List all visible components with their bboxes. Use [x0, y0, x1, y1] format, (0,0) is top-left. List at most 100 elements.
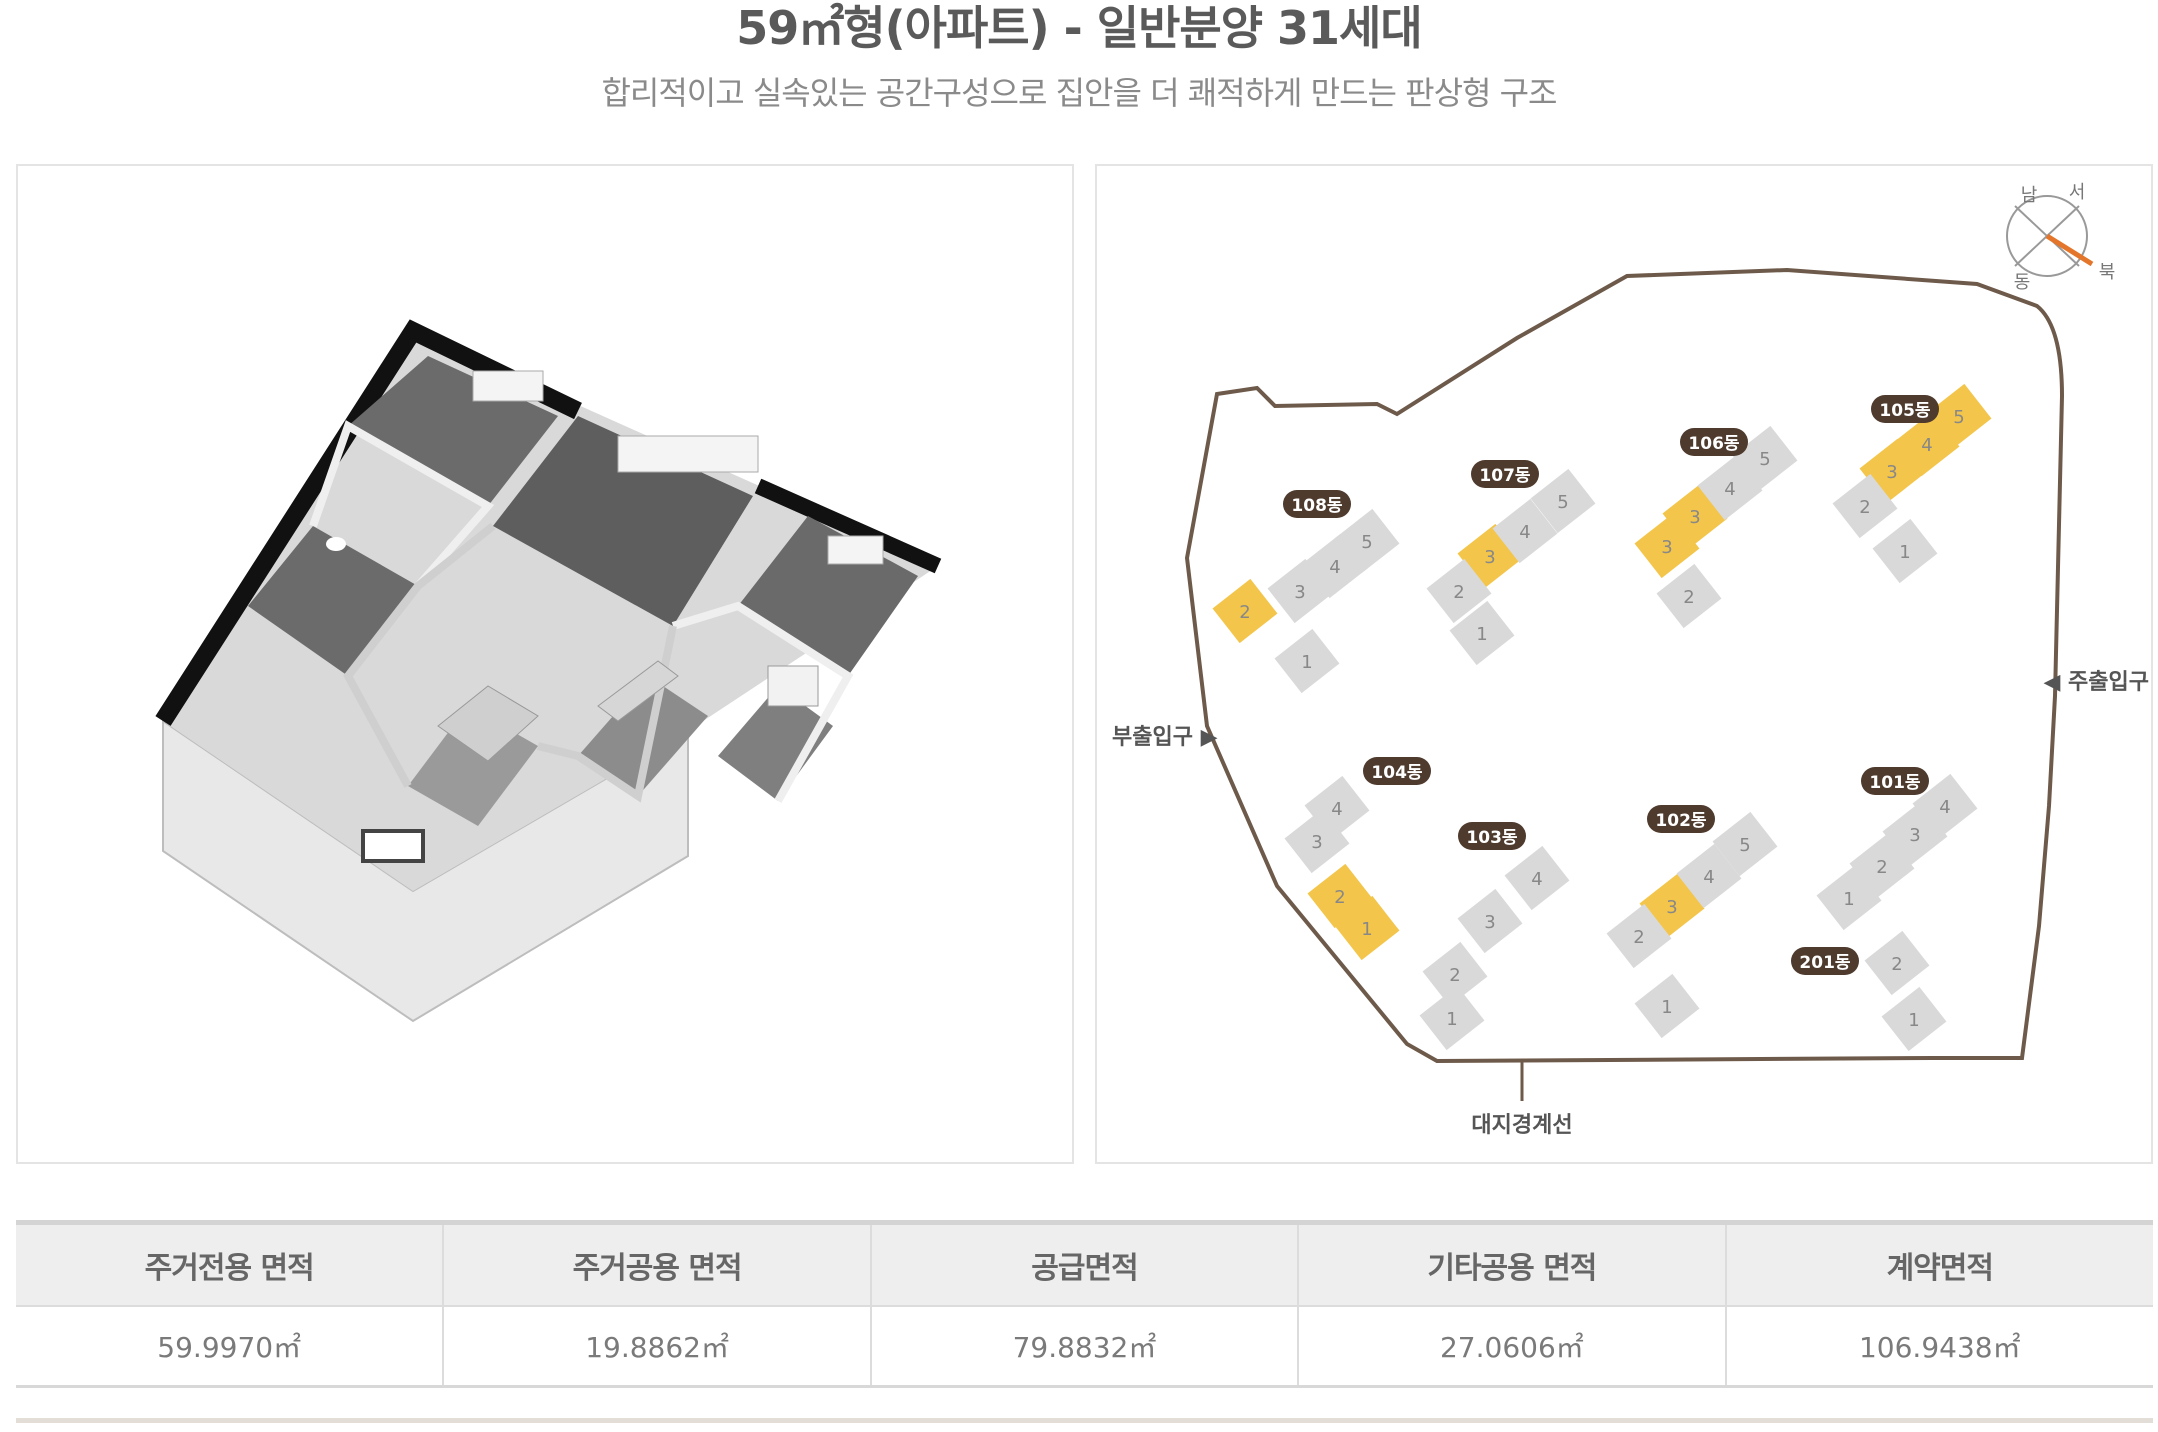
- header-supply-area: 공급면적: [869, 1222, 1299, 1307]
- unit-line-number: 3: [1294, 582, 1305, 603]
- unit-block-highlighted: [1926, 383, 1992, 449]
- building-tag: [1791, 947, 1859, 975]
- counter: [597, 660, 679, 722]
- unit-block: [1422, 941, 1488, 1007]
- unit-line-number: 1: [1908, 1010, 1919, 1031]
- unit-line-number: 2: [1449, 965, 1460, 986]
- unit-line-number: 1: [1446, 1009, 1457, 1030]
- unit-block: [1419, 985, 1485, 1051]
- unit-block: [1712, 811, 1778, 877]
- building-tag-label: 105동: [1879, 401, 1930, 421]
- unit-line-number: 3: [1886, 462, 1897, 483]
- page-title: 59㎡형(아파트) - 일반분양 31세대: [736, 1, 1422, 55]
- unit-block: [1457, 888, 1523, 954]
- unit-line-number: 5: [1953, 407, 1964, 428]
- building-group: 23451108동34521107동34532106동34521105동4321…: [1212, 383, 1992, 1052]
- building-tag: [1861, 767, 1929, 795]
- unit-line-number: 2: [1859, 497, 1870, 518]
- unit-block: [1676, 843, 1742, 909]
- unit-line-number: 4: [1531, 869, 1542, 890]
- building-tag: [1680, 428, 1748, 456]
- area-table-header-row: 주거전용 면적 주거공용 면적 공급면적 기타공용 면적 계약면적: [16, 1222, 2153, 1307]
- unit-block: [1881, 986, 1947, 1052]
- unit-line-number: 4: [1939, 797, 1950, 818]
- unit-line-number: 2: [1633, 927, 1644, 948]
- header-common-area: 주거공용 면적: [442, 1222, 871, 1307]
- unit-line-number: 5: [1739, 835, 1750, 856]
- unit-line-number: 1: [1843, 889, 1854, 910]
- unit-block-highlighted: [1307, 863, 1373, 929]
- unit-line-number: 1: [1899, 542, 1910, 563]
- unit-line-number: 3: [1909, 825, 1920, 846]
- unit-block: [1912, 773, 1978, 839]
- main-entrance-label: ◀ 주출입구: [2043, 670, 2149, 695]
- sub-entrance-label: 부출입구 ▶: [1112, 725, 1218, 750]
- unit-block: [1449, 600, 1515, 666]
- unit-line-number: 1: [1476, 624, 1487, 645]
- building-201: 2 1 201동: [1791, 930, 1947, 1052]
- unit-block: [1334, 508, 1400, 574]
- building-tag: [1363, 757, 1431, 785]
- building-tag-label: 102동: [1655, 811, 1706, 831]
- unit-line-number: 3: [1484, 547, 1495, 568]
- unit-line-number: 4: [1331, 799, 1342, 820]
- unit-block: [1656, 563, 1722, 629]
- header-contract-area: 계약면적: [1724, 1222, 2153, 1307]
- unit-block: [1832, 473, 1898, 539]
- building-tag: [1647, 805, 1715, 833]
- unit-block: [1872, 518, 1938, 584]
- site-plan-map: 남 서 동 북 ◀ 주출입구 부출입구 ▶ 대지경계선 23451108동345…: [1112, 182, 2149, 1138]
- building-tag: [1871, 395, 1939, 423]
- window: [617, 435, 759, 473]
- unit-line-number: 3: [1661, 537, 1672, 558]
- building-tag-label: 107동: [1479, 466, 1530, 486]
- building-tag-label: 101동: [1869, 773, 1920, 793]
- interior-wall: [309, 420, 495, 589]
- building-tag-label: 106동: [1688, 434, 1739, 454]
- unit-block: [1426, 558, 1492, 624]
- unit-block: [1492, 498, 1558, 564]
- unit-line-number: 1: [1661, 997, 1672, 1018]
- boundary-label: 대지경계선: [1471, 1113, 1572, 1138]
- dining-floor: [578, 676, 708, 796]
- unit-block: [1530, 468, 1596, 534]
- unit-line-number: 3: [1484, 912, 1495, 933]
- header-other-common-area: 기타공용 면적: [1297, 1222, 1726, 1307]
- toilet: [326, 537, 346, 551]
- value-other-common-area: 27.0606㎡: [1297, 1306, 1726, 1388]
- unit-block-highlighted: [1212, 578, 1278, 644]
- unit-block: [1284, 808, 1350, 874]
- unit-block: [1634, 973, 1700, 1039]
- compass-label-west: 서: [2069, 182, 2086, 203]
- value-contract-area: 106.9438㎡: [1724, 1306, 2153, 1388]
- kitchen-counter: [437, 685, 539, 762]
- value-supply-area: 79.8832㎡: [869, 1306, 1299, 1388]
- building-tag-label: 201동: [1799, 953, 1850, 973]
- unit-line-number: 3: [1311, 832, 1322, 853]
- floor-plan-outline: [163, 331, 938, 891]
- building-tag: [1283, 490, 1351, 518]
- compass-icon: [2006, 195, 2094, 277]
- floor-plan-panel: [16, 164, 1074, 1164]
- window: [472, 370, 544, 402]
- unit-line-number: 1: [1301, 652, 1312, 673]
- area-table: 주거전용 면적 주거공용 면적 공급면적 기타공용 면적 계약면적 59.997…: [16, 1220, 2153, 1388]
- unit-line-number: 4: [1519, 522, 1530, 543]
- window: [827, 535, 884, 565]
- unit-line-number: 2: [1239, 602, 1250, 623]
- unit-line-number: 5: [1361, 532, 1372, 553]
- unit-block: [1864, 930, 1930, 996]
- header-exclusive-area: 주거전용 면적: [16, 1222, 444, 1307]
- unit-line-number: 2: [1891, 954, 1902, 975]
- compass-label-south: 남: [2021, 185, 2038, 206]
- floor-plan-wall: [754, 478, 942, 574]
- building-tag: [1471, 460, 1539, 488]
- unit-block: [1274, 628, 1340, 694]
- unit-line-number: 2: [1876, 857, 1887, 878]
